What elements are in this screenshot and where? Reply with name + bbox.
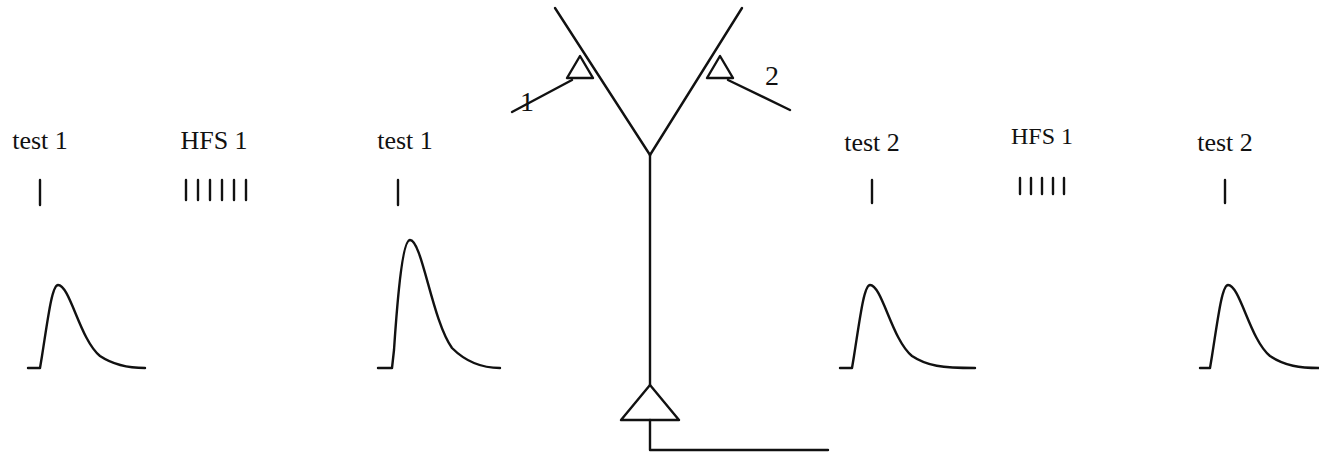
epsp-trace-potentiated <box>378 240 500 368</box>
synapse-number: 2 <box>765 62 779 90</box>
synapse-number: 1 <box>520 88 534 116</box>
hfs-train <box>1020 178 1064 194</box>
test-label: test 2 <box>844 130 900 156</box>
test-stimulus <box>39 180 41 205</box>
test-stimulus <box>397 180 399 205</box>
hfs-label: HFS 1 <box>1011 124 1073 148</box>
test-label: test 2 <box>1197 130 1253 156</box>
synapse-2 <box>707 56 790 110</box>
epsp-trace <box>1200 285 1319 368</box>
hfs-train <box>186 180 246 200</box>
test-label: test 1 <box>377 128 433 154</box>
hfs-label: HFS 1 <box>180 128 247 154</box>
epsp-trace <box>840 285 975 368</box>
test-stimulus <box>1224 180 1226 203</box>
test-stimulus <box>871 180 873 203</box>
test-label: test 1 <box>12 128 68 154</box>
epsp-trace <box>28 285 145 368</box>
neuron <box>555 8 828 450</box>
